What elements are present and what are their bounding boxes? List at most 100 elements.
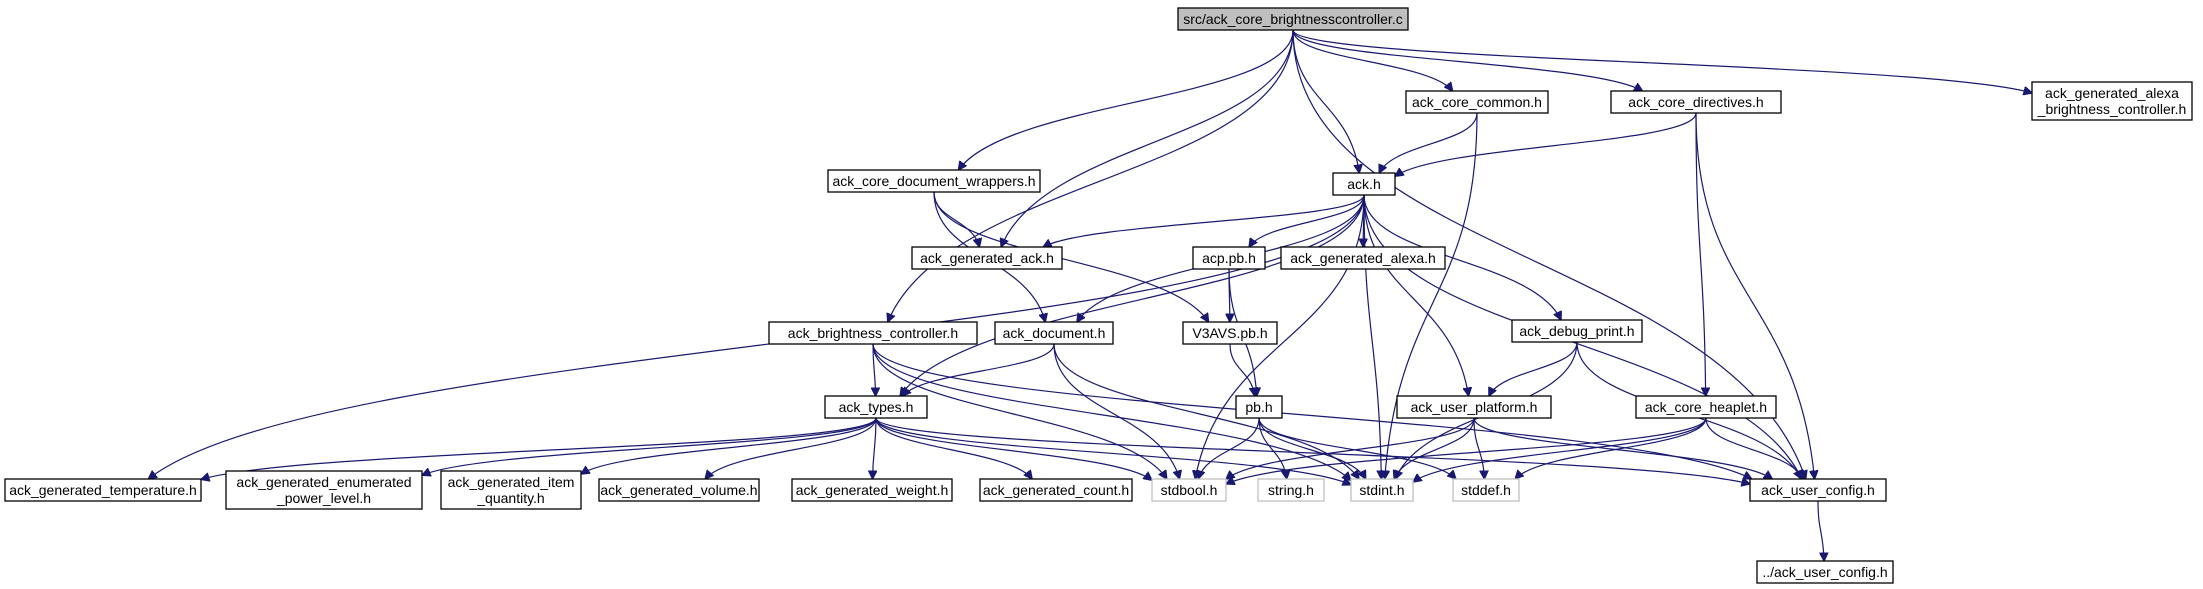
edge-root-to-gen_alexa_bc [1292,29,2032,93]
edge-types_h-to-user_config [875,417,1750,484]
node-box [1635,395,1777,419]
edge-types_h-to-stdbool [875,417,1152,480]
node-box [994,321,1114,345]
node-label: _brightness_controller.h [2037,101,2187,117]
node-box [1257,478,1325,502]
node-label: ack_generated_item [448,474,575,490]
node-core-directives[interactable]: ack_core_directives.h [1610,90,1782,114]
edge-doc_h-to-stdint [1053,343,1359,479]
edge-ack_h-to-types_h [900,194,1365,396]
node-box [225,470,423,510]
edge-ack_h-to-stdbool [1195,194,1365,479]
node-box [791,478,953,502]
node-label: ack_types.h [839,399,914,415]
edge-core_common-to-ack_h [1379,112,1478,173]
edge-heaplet-to-stddef [1515,417,1707,479]
node-gen-count[interactable]: ack_generated_count.h [979,478,1133,502]
node-root[interactable]: src/ack_core_brightnesscontroller.c [1177,7,1409,31]
node-label: ack_generated_alexa.h [1290,250,1436,266]
node-label: ack_core_common.h [1412,94,1542,110]
file-nodes: src/ack_core_brightnesscontroller.c ack.h… [4,7,2193,584]
node-gen-volume[interactable]: ack_generated_volume.h [598,478,760,502]
node-doc-h[interactable]: ack_document.h [994,321,1114,345]
node-box [824,395,928,419]
node-string[interactable]: string.h [1257,478,1325,502]
edge-root-to-core_common [1292,29,1453,91]
node-acp-pb[interactable]: acp.pb.h [1192,246,1266,270]
edge-ack_h-to-stdint [1363,194,1381,479]
node-label: ack_generated_weight.h [796,482,949,498]
node-label: ack_core_heaplet.h [1645,399,1767,415]
node-stddef[interactable]: stddef.h [1452,478,1520,502]
node-stdbool[interactable]: stdbool.h [1151,478,1227,502]
node-label: pb.h [1245,399,1272,415]
node-gen-enum-power[interactable]: ack_generated_enumerated_power_level.h [225,470,423,510]
node-stdint[interactable]: stdint.h [1350,478,1414,502]
node-doc-wrappers[interactable]: ack_core_document_wrappers.h [827,169,1041,193]
edge-types_h-to-gen_weight [873,417,876,479]
node-box [979,478,1133,502]
node-gen-item-qty[interactable]: ack_generated_item_quantity.h [440,470,582,510]
node-gen-ack[interactable]: ack_generated_ack.h [911,246,1063,270]
node-core-common[interactable]: ack_core_common.h [1405,90,1549,114]
node-label: stdbool.h [1161,482,1218,498]
node-label: _quantity.h [476,490,544,506]
node-heaplet[interactable]: ack_core_heaplet.h [1635,395,1777,419]
edge-types_h-to-gen_volume [705,417,877,479]
edge-root-to-core_directives [1292,29,1643,91]
node-v3avs[interactable]: V3AVS.pb.h [1182,321,1278,345]
node-bc-h[interactable]: ack_brightness_controller.h [768,321,978,345]
node-label: ack_core_document_wrappers.h [832,173,1035,189]
node-ack-h[interactable]: ack.h [1332,172,1396,196]
node-label: V3AVS.pb.h [1192,325,1267,341]
node-label: ack_core_directives.h [1628,94,1763,110]
edge-ack_h-to-gen_temp [148,194,1365,479]
node-user-config[interactable]: ack_user_config.h [1749,478,1887,502]
node-box [1396,395,1552,419]
node-types-h[interactable]: ack_types.h [824,395,928,419]
edge-ack_h-to-user_platform [1363,194,1469,396]
node-gen-weight[interactable]: ack_generated_weight.h [791,478,953,502]
node-box [1182,321,1278,345]
node-label: ack_user_config.h [1761,482,1875,498]
node-box [1350,478,1414,502]
node-box [2031,81,2193,121]
node-gen-temp[interactable]: ack_generated_temperature.h [4,478,202,502]
node-label: ack_document.h [1003,325,1106,341]
node-user-platform[interactable]: ack_user_platform.h [1396,395,1552,419]
node-box [1756,560,1894,584]
node-box [1151,478,1227,502]
node-label: stdint.h [1359,482,1404,498]
edge-core_common-to-stdint [1385,112,1478,479]
node-label: ack_debug_print.h [1519,323,1634,339]
node-gen-alexa[interactable]: ack_generated_alexa.h [1280,246,1446,270]
edge-doc_h-to-stdbool [1053,343,1180,479]
node-pb-h[interactable]: pb.h [1235,395,1283,419]
edge-user_platform-to-stdbool [1226,417,1475,479]
edge-debug_print-to-user_platform [1489,341,1578,396]
edge-root-to-ack_h [1292,29,1359,173]
edge-doc_h-to-types_h [902,343,1055,396]
node-box [1749,478,1887,502]
edge-pb_h-to-stdint [1258,417,1366,479]
node-box [1405,90,1549,114]
node-rel-user-config[interactable]: ../ack_user_config.h [1756,560,1894,584]
edge-pb_h-to-stdbool [1198,417,1260,479]
edge-user_platform-to-stdint [1394,417,1475,479]
node-box [1511,319,1643,343]
node-label: ack_generated_ack.h [920,250,1054,266]
node-label: ../ack_user_config.h [1762,564,1887,580]
edge-types_h-to-gen_count [875,417,1032,479]
edge-types_h-to-gen_temp [201,417,877,479]
node-box [1177,7,1409,31]
node-label: ack.h [1347,176,1380,192]
node-label: ack_generated_count.h [983,482,1129,498]
edge-user_config-to-rel_user_config [1817,500,1824,561]
node-label: src/ack_core_brightnesscontroller.c [1183,11,1402,27]
node-gen-alexa-bc[interactable]: ack_generated_alexa_brightness_controlle… [2031,81,2193,121]
edge-types_h-to-stdint [875,417,1351,485]
node-box [827,169,1041,193]
edge-ack_h-to-debug_print [1363,194,1561,320]
node-debug-print[interactable]: ack_debug_print.h [1511,319,1643,343]
